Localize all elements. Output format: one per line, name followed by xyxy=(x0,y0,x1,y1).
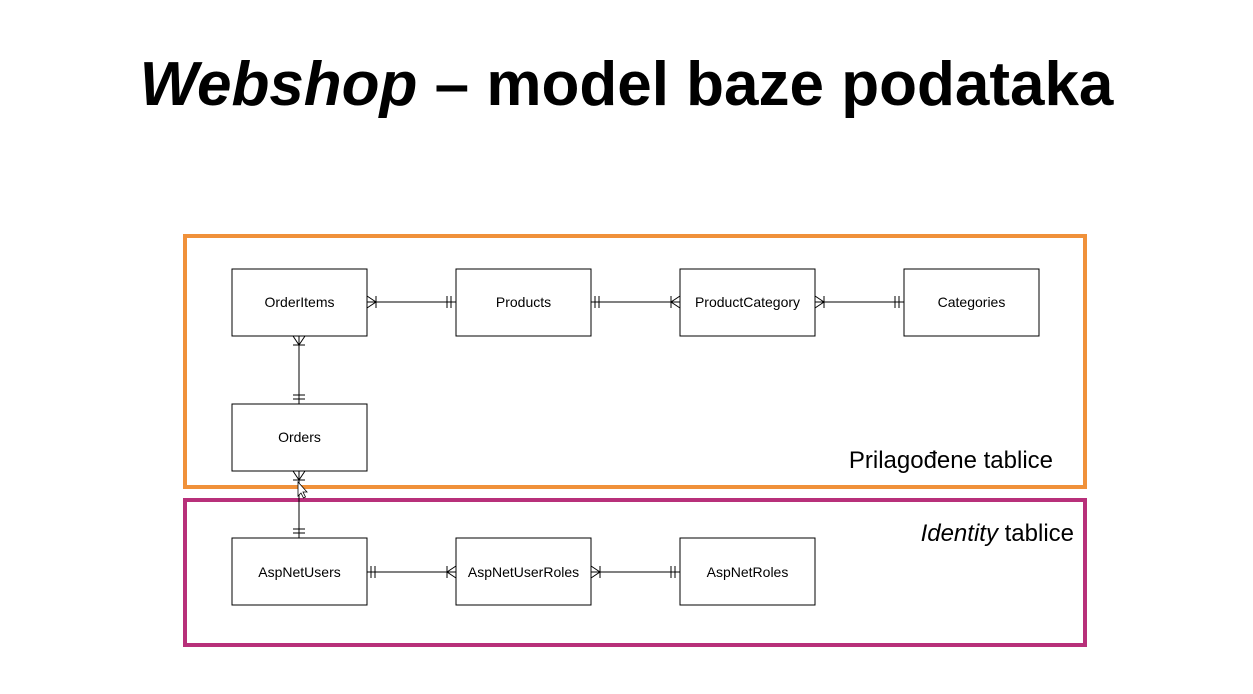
entity-aspnetuserroles: AspNetUserRoles xyxy=(455,537,592,606)
slide-title: Webshop – model baze podataka xyxy=(0,50,1253,120)
marker-one-aspnetusers-right xyxy=(370,566,376,578)
identity-label-rest: tablice xyxy=(998,520,1074,547)
entity-categories-label: Categories xyxy=(938,294,1006,310)
identity-tables-frame xyxy=(183,498,1087,647)
entity-products-box xyxy=(455,268,592,337)
marker-one-aspnetusers-top xyxy=(293,528,305,534)
entity-orderitems: OrderItems xyxy=(231,268,368,337)
entity-productcategory-label: ProductCategory xyxy=(695,294,800,310)
entity-aspnetusers: AspNetUsers xyxy=(231,537,368,606)
marker-one-categories-left xyxy=(894,296,900,308)
marker-many-productcategory-left xyxy=(670,295,681,309)
marker-many-orders-bottom xyxy=(292,470,306,481)
entity-aspnetuserroles-label: AspNetUserRoles xyxy=(468,564,579,580)
entity-aspnetusers-label: AspNetUsers xyxy=(258,564,340,580)
marker-one-aspnetroles-left xyxy=(670,566,676,578)
relationship-markers xyxy=(292,295,900,579)
marker-many-orderitems-bottom xyxy=(292,335,306,346)
marker-many-productcategory-right xyxy=(814,295,825,309)
entity-aspnetroles: AspNetRoles xyxy=(679,537,816,606)
slide-title-rest: – model baze podataka xyxy=(417,50,1114,119)
entity-aspnetroles-box xyxy=(679,537,816,606)
marker-one-products-right xyxy=(594,296,600,308)
marker-one-products-left xyxy=(446,296,452,308)
entity-productcategory-box xyxy=(679,268,816,337)
entity-orders-label: Orders xyxy=(278,429,321,445)
entity-productcategory: ProductCategory xyxy=(679,268,816,337)
slide-title-italic: Webshop xyxy=(139,50,418,119)
entity-aspnetusers-box xyxy=(231,537,368,606)
entity-products-label: Products xyxy=(496,294,551,310)
marker-many-orderitems-right xyxy=(366,295,377,309)
identity-tables-label: Identity tablice xyxy=(921,520,1074,547)
entity-orders-box xyxy=(231,403,368,472)
entity-orderitems-box xyxy=(231,268,368,337)
entity-orders: Orders xyxy=(231,403,368,472)
entity-categories: Categories xyxy=(903,268,1040,337)
entity-categories-box xyxy=(903,268,1040,337)
marker-many-aspnetuserroles-left xyxy=(446,565,457,579)
relationship-lines xyxy=(298,301,904,573)
entity-aspnetuserroles-box xyxy=(455,537,592,606)
entity-orderitems-label: OrderItems xyxy=(264,294,334,310)
entity-aspnetroles-label: AspNetRoles xyxy=(707,564,789,580)
marker-many-aspnetuserroles-right xyxy=(590,565,601,579)
custom-tables-frame xyxy=(183,234,1087,489)
entity-products: Products xyxy=(455,268,592,337)
custom-tables-label: Prilagođene tablice xyxy=(849,447,1053,474)
marker-one-orders-top xyxy=(293,394,305,400)
identity-label-italic: Identity xyxy=(921,520,1000,547)
mouse-cursor-icon xyxy=(297,480,308,499)
